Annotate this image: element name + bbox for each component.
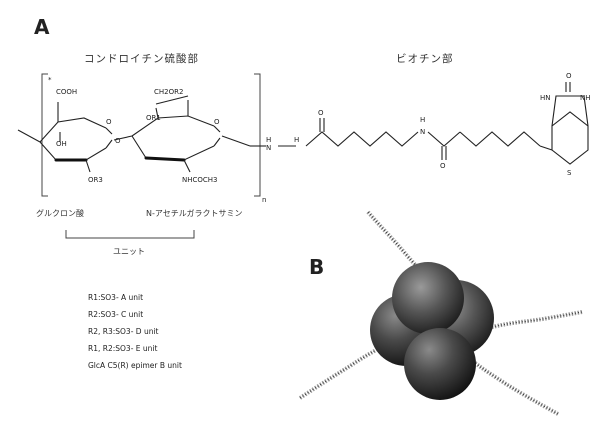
biotin-sulfur: S <box>567 169 572 177</box>
repeat-bracket <box>41 73 261 197</box>
ring-oxygen-2: O <box>214 118 220 126</box>
legend-item: GlcA C5(R) epimer B unit <box>88 361 182 370</box>
amide-n: N <box>420 128 425 136</box>
biotin-hn: HN <box>540 94 551 102</box>
carbonyl-oxygen-1: O <box>318 109 324 117</box>
unit-bracket <box>65 230 195 239</box>
hydrazide-h2: H <box>294 136 299 144</box>
glucuronic-acid-label: グルクロン酸 <box>36 208 84 218</box>
chondroitin-title: コンドロイチン硫酸部 <box>84 52 199 65</box>
panel-label-a: A <box>34 15 50 39</box>
or1-label: OR1 <box>146 114 161 122</box>
amide-h: H <box>420 116 425 124</box>
carboxyl-label: COOH <box>56 88 77 96</box>
sulfation-legend: R1:SO3- A unit R2:SO3- C unit R2, R3:SO3… <box>88 293 182 370</box>
subunit-sphere <box>404 328 476 400</box>
galactosamine-label: N-アセチルガラクトサミン <box>146 208 242 218</box>
or3-label: OR3 <box>88 176 103 184</box>
subunit-sphere <box>392 262 464 334</box>
ring-oxygen-1: O <box>106 118 112 126</box>
panel-label-b: B <box>309 255 324 279</box>
glucuronic-ring <box>17 102 133 173</box>
hydroxyl-label: OH <box>56 140 67 148</box>
biotin-title: ビオチン部 <box>396 52 454 65</box>
legend-item: R2:SO3- C unit <box>88 310 143 319</box>
galactosamine-ring <box>131 95 251 173</box>
star-marker: * <box>48 76 52 84</box>
repeat-count: n <box>262 196 266 204</box>
nhcoch3-label: NHCOCH3 <box>182 176 218 184</box>
linker-chain <box>250 118 541 160</box>
streptavidin-sphere-cluster <box>370 262 494 400</box>
carbonyl-oxygen-2: O <box>440 162 446 170</box>
legend-item: R1:SO3- A unit <box>88 293 143 302</box>
biotin-carbonyl-oxygen: O <box>566 72 572 80</box>
glycosidic-oxygen: O <box>115 137 121 145</box>
unit-label: ユニット <box>113 247 145 256</box>
ch2or2-label: CH2OR2 <box>154 88 183 96</box>
biotin-nh: NH <box>580 94 591 102</box>
biotin-ring <box>539 82 589 165</box>
hydrazide-n: N <box>266 144 271 152</box>
legend-item: R1, R2:SO3- E unit <box>88 344 158 353</box>
hydrazide-h1: H <box>266 136 271 144</box>
legend-item: R2, R3:SO3- D unit <box>88 327 159 336</box>
